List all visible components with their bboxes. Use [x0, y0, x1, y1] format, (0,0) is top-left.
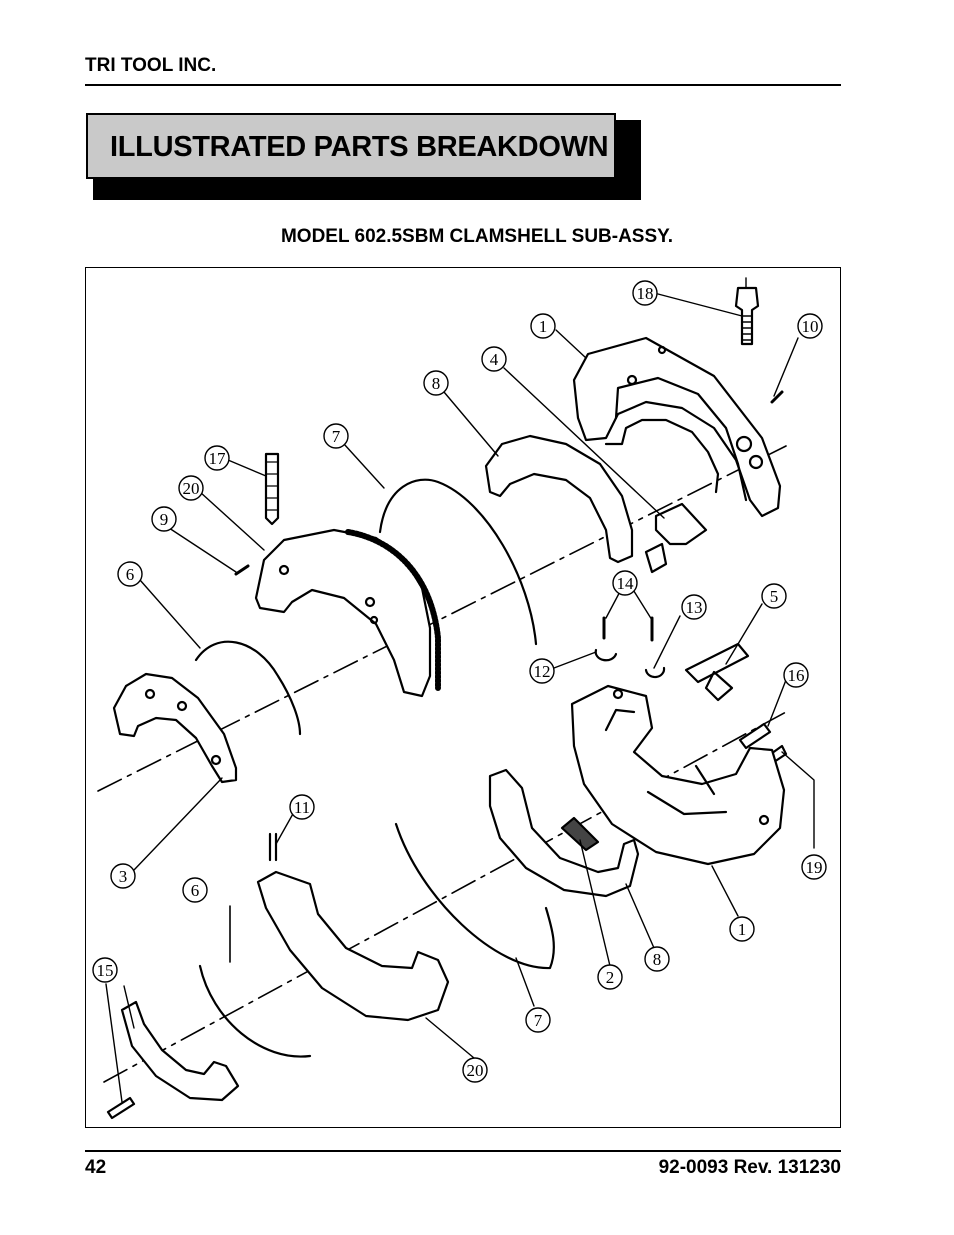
callout-7-upper: 7	[332, 427, 341, 446]
callout-2: 2	[606, 968, 615, 987]
callout-3: 3	[119, 867, 128, 886]
ring-upper-part-6	[194, 640, 302, 736]
key-part-2	[560, 816, 600, 852]
clamshell-lower-part-1	[570, 684, 786, 866]
callout-4: 4	[490, 350, 499, 369]
callout-7-lower: 7	[534, 1011, 543, 1030]
housing-upper-part-20	[254, 528, 441, 698]
callouts: 18 1 10 4 8 7 17 20 9 6 14 13 5	[92, 280, 827, 1083]
callout-5: 5	[770, 587, 779, 606]
segment-lower-part-8	[488, 768, 640, 898]
callout-20-upper: 20	[183, 479, 200, 498]
parts-diagram: 18 1 10 4 8 7 17 20 9 6 14 13 5	[85, 267, 841, 1128]
callout-17: 17	[209, 449, 227, 468]
figure-title: MODEL 602.5SBM CLAMSHELL SUB-ASSY.	[280, 226, 674, 247]
leader-lines	[105, 293, 815, 1103]
pin-part-10	[770, 390, 784, 404]
callout-8-upper: 8	[432, 374, 441, 393]
callout-15: 15	[97, 961, 114, 980]
key-part-4	[644, 502, 708, 574]
callout-19: 19	[806, 858, 823, 877]
clamshell-upper-part-1	[572, 336, 782, 518]
exploded-view-drawing: 18 1 10 4 8 7 17 20 9 6 14 13 5	[92, 277, 827, 1120]
footer-rule	[85, 1150, 841, 1152]
plate-upper-part-3	[112, 672, 238, 784]
screws-part-14	[602, 616, 654, 642]
centerline-upper	[97, 445, 787, 792]
callout-12: 12	[534, 662, 551, 681]
washer-part-13	[644, 666, 666, 679]
callout-18: 18	[637, 284, 654, 303]
section-banner: ILLUSTRATED PARTS BREAKDOWN	[86, 113, 616, 179]
callout-11: 11	[294, 798, 310, 817]
header-rule	[85, 84, 841, 86]
page-number: 42	[85, 1157, 107, 1178]
callout-14: 14	[617, 574, 635, 593]
screw-part-15	[106, 1096, 136, 1120]
screw-part-11	[268, 832, 278, 862]
callout-13: 13	[686, 598, 703, 617]
company-name: TRI TOOL INC.	[85, 55, 217, 76]
callout-10: 10	[802, 317, 819, 336]
plate-lower-part-3	[120, 1000, 240, 1102]
callout-6-upper: 6	[126, 565, 135, 584]
callout-9: 9	[160, 510, 169, 529]
housing-lower-part-20	[256, 870, 450, 1022]
bolt-part-18	[734, 277, 760, 346]
pin-part-9	[234, 564, 250, 576]
callout-8-lower: 8	[653, 950, 662, 969]
section-title: ILLUSTRATED PARTS BREAKDOWN	[110, 131, 609, 163]
callout-20-lower: 20	[467, 1061, 484, 1080]
callout-1-upper: 1	[539, 317, 548, 336]
washer-part-12	[594, 648, 618, 662]
callout-1-lower: 1	[738, 920, 747, 939]
ring-upper-part-7	[378, 478, 538, 646]
key-part-5	[684, 642, 750, 702]
screw-part-16	[738, 722, 772, 750]
segment-upper-part-8	[484, 434, 634, 564]
callout-6-lower: 6	[191, 881, 200, 900]
centerline-lower	[103, 711, 787, 1083]
bolt-part-17	[264, 452, 280, 526]
callout-16: 16	[788, 666, 805, 685]
document-reference: 92-0093 Rev. 131230	[658, 1157, 841, 1178]
ring-lower-part-6	[198, 964, 312, 1058]
